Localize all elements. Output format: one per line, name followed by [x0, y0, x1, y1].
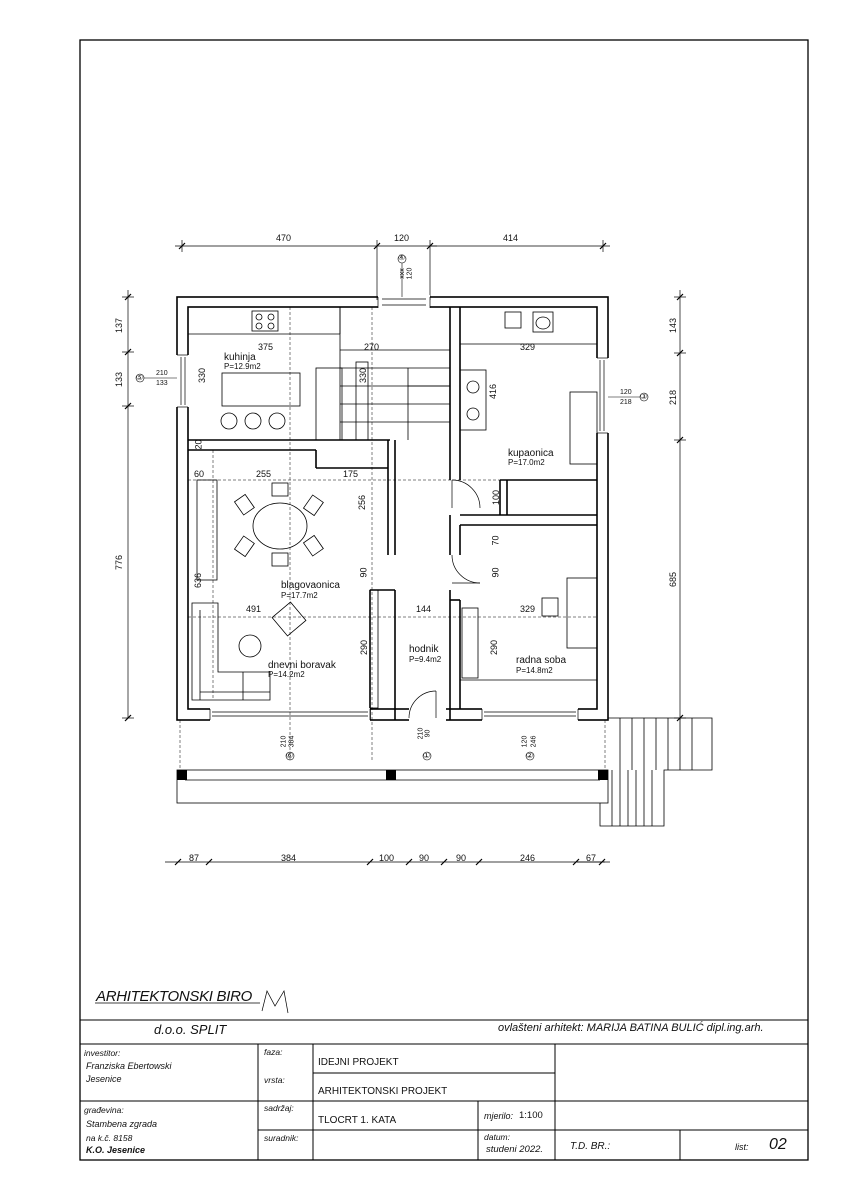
opening-right-top: 120: [620, 389, 632, 396]
dim-kitchen-height: 330: [197, 367, 208, 384]
scale-value: 1:100: [519, 1110, 543, 1121]
firm-logo: M: [262, 983, 284, 1009]
cadastral-municipality: K.O. Jesenice: [86, 1145, 146, 1155]
dim-kitchen-width: 375: [258, 342, 274, 352]
opening-left-number: ⑤: [136, 373, 144, 382]
room-name-living: dnevni boravak: [268, 660, 336, 671]
dim-bottom-6: 246: [520, 853, 536, 863]
dim-290-study: 290: [489, 639, 500, 656]
dim-70: 70: [490, 535, 501, 546]
type-value: ARHITEKTONSKI PROJEKT: [318, 1086, 448, 1097]
sheet-label: list:: [735, 1142, 749, 1152]
room-area-kitchen: P=12.9m2: [224, 362, 261, 371]
dim-left-2: 133: [114, 371, 125, 388]
dim-100: 100: [491, 489, 502, 506]
dim-491: 491: [246, 604, 262, 614]
content-label: sadržaj:: [264, 1103, 294, 1113]
type-label: vrsta:: [264, 1075, 285, 1085]
dim-left-3: 776: [114, 554, 125, 571]
opening-left-bottom: 133: [156, 380, 168, 387]
opening-1-number: ①: [423, 751, 431, 760]
opening-2-a: 120: [521, 735, 529, 748]
building-label: građevina:: [84, 1105, 124, 1115]
dim-175: 175: [343, 469, 359, 479]
room-name-dining: blagovaonica: [281, 580, 340, 591]
dim-top-3: 414: [503, 233, 519, 243]
dim-144: 144: [416, 604, 432, 614]
dim-bath-height: 416: [488, 383, 499, 400]
dim-top-1: 470: [276, 233, 292, 243]
dim-256: 256: [357, 494, 368, 511]
room-name-hall: hodnik: [409, 644, 439, 655]
opening-top-w: 120: [406, 267, 414, 280]
room-area-bathroom: P=17.0m2: [508, 458, 545, 467]
phase-value: IDEJNI PROJEKT: [318, 1057, 399, 1068]
investor-place: Jesenice: [86, 1074, 122, 1084]
dim-bottom-1: 87: [189, 853, 200, 863]
opening-6-b: 384: [288, 735, 296, 748]
dim-bottom-4: 90: [419, 853, 430, 863]
dim-636: 636: [193, 572, 204, 589]
dim-90-hall: 90: [358, 567, 369, 578]
room-name-study: radna soba: [516, 655, 567, 666]
opening-top-h: xxx: [398, 268, 406, 279]
phase-label: faza:: [264, 1047, 283, 1057]
dim-bath-width: 329: [520, 342, 536, 352]
dim-right-3: 685: [668, 571, 679, 588]
room-name-kitchen: kuhinja: [224, 352, 256, 363]
dim-right-1: 143: [668, 317, 679, 334]
dim-left-1: 137: [114, 317, 125, 334]
opening-1-b: 90: [424, 729, 432, 738]
dim-stair-height: 330: [358, 367, 369, 384]
room-area-hall: P=9.4m2: [409, 655, 442, 664]
firm-subtitle: d.o.o. SPLIT: [154, 1022, 227, 1037]
dim-20: 20: [193, 439, 204, 450]
dim-329-study: 329: [520, 604, 536, 614]
associate-label: suradnik:: [264, 1133, 299, 1143]
opening-6-a: 210: [280, 735, 288, 748]
opening-6-number: ⑥: [286, 751, 294, 760]
investor-name: Franziska Ebertowski: [86, 1061, 172, 1071]
dim-90-study: 90: [490, 567, 501, 578]
content-value: TLOCRT 1. KATA: [318, 1115, 397, 1126]
dim-60: 60: [194, 469, 205, 479]
firm-name: ARHITEKTONSKI BIRO: [96, 988, 253, 1005]
opening-top-number: ④: [398, 253, 406, 262]
dim-bottom-7: 67: [586, 853, 597, 863]
date-label: datum:: [484, 1132, 510, 1142]
sheet-number: 02: [769, 1136, 787, 1153]
building-parcel: na k.č. 8158: [86, 1133, 133, 1143]
opening-1-a: 210: [417, 727, 425, 740]
td-number-label: T.D. BR.:: [570, 1141, 611, 1152]
scale-label: mjerilo:: [484, 1111, 514, 1121]
dim-bottom-5: 90: [456, 853, 467, 863]
room-name-bathroom: kupaonica: [508, 448, 554, 459]
opening-left-top: 210: [156, 370, 168, 377]
room-area-study: P=14.8m2: [516, 666, 553, 675]
dim-stair-width: 270: [364, 342, 380, 352]
building-type: Stambena zgrada: [86, 1119, 158, 1129]
dim-bottom-3: 100: [379, 853, 395, 863]
opening-right-number: ③: [640, 392, 648, 401]
date-value: studeni 2022.: [486, 1144, 544, 1155]
dim-290-hall: 290: [359, 639, 370, 656]
dim-right-2: 218: [668, 389, 679, 406]
opening-right-bottom: 218: [620, 399, 632, 406]
room-area-dining: P=17.7m2: [281, 591, 318, 600]
room-area-living: P=14.2m2: [268, 670, 305, 679]
authorized-architect: ovlašteni arhitekt: MARIJA BATINA BULIĆ …: [498, 1022, 764, 1034]
dim-bottom-2: 384: [281, 853, 297, 863]
dim-255: 255: [256, 469, 272, 479]
opening-2-b: 246: [530, 735, 538, 748]
opening-2-number: ②: [526, 751, 534, 760]
investor-label: investitor:: [84, 1048, 121, 1058]
dim-top-2: 120: [394, 233, 410, 243]
